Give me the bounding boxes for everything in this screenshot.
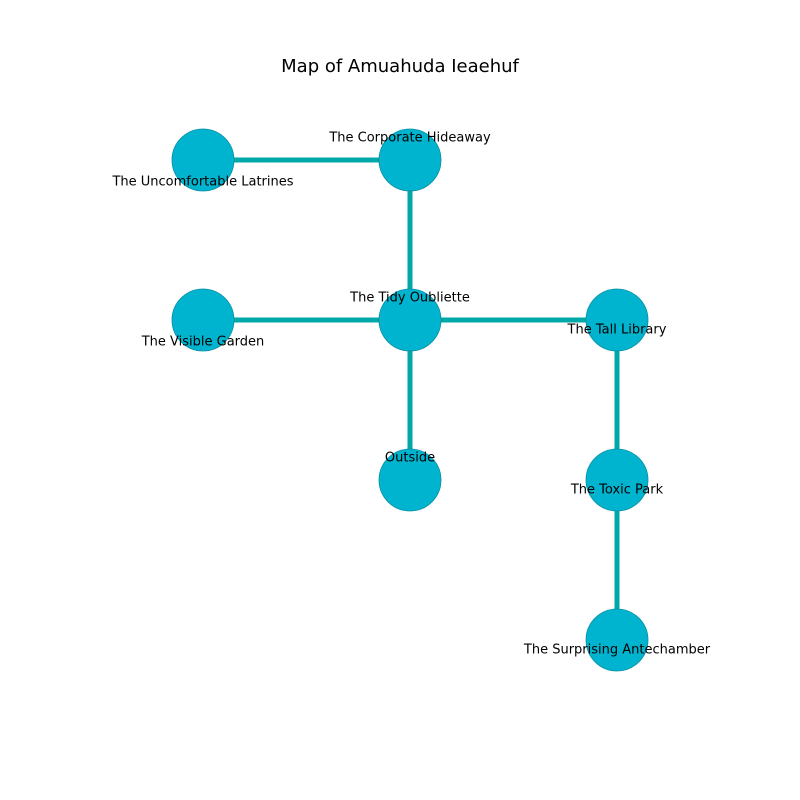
node-label-toxic-park: The Toxic Park: [570, 483, 664, 498]
node-tidy-oubliette: [378, 288, 442, 352]
node-label-tall-library: The Tall Library: [567, 323, 667, 338]
node-visible-garden: [171, 288, 235, 352]
node-label-tidy-oubliette: The Tidy Oubliette: [349, 291, 470, 306]
labels-layer: The Uncomfortable Latrines The Corporate …: [111, 131, 710, 658]
nodes-layer: [171, 128, 649, 672]
node-label-outside: Outside: [385, 451, 435, 466]
node-label-surprising-antechamber: The Surprising Antechamber: [523, 643, 711, 658]
node-outside: [378, 448, 442, 512]
node-surprising-antechamber: [585, 608, 649, 672]
node-tall-library: [585, 288, 649, 352]
node-label-uncomfortable-latrines: The Uncomfortable Latrines: [111, 175, 293, 190]
map-title: Map of Amuahuda Ieaehuf: [281, 56, 519, 77]
node-corporate-hideaway: [378, 128, 442, 192]
edges-layer: [203, 157, 620, 640]
node-toxic-park: [585, 448, 649, 512]
node-uncomfortable-latrines: [171, 128, 235, 192]
node-label-visible-garden: The Visible Garden: [141, 335, 265, 350]
node-label-corporate-hideaway: The Corporate Hideaway: [328, 131, 491, 146]
